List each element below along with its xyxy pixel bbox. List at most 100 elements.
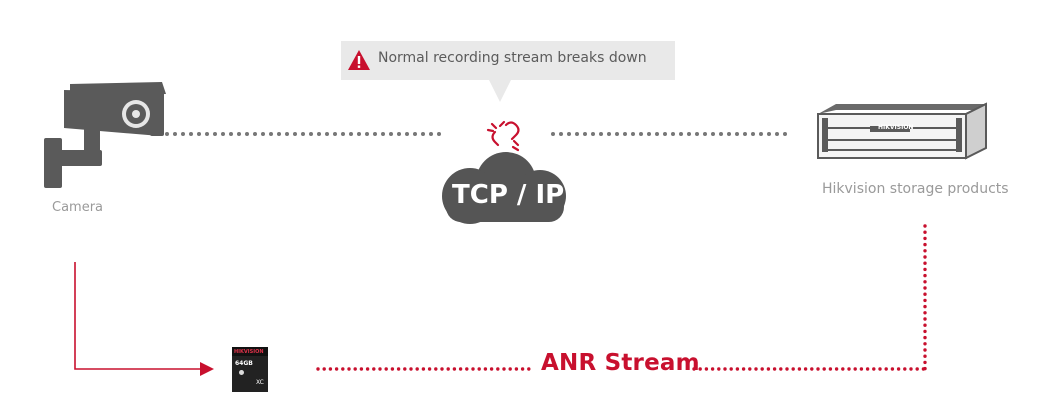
- anr-dot: [729, 367, 733, 371]
- error-callout-tail: [489, 80, 511, 102]
- anr-dot: [409, 367, 413, 371]
- anr-dot: [816, 367, 820, 371]
- anr-dot: [923, 255, 927, 259]
- anr-dot: [717, 367, 721, 371]
- connector-camera-to-network: [165, 132, 441, 136]
- anr-dot: [923, 280, 927, 284]
- anr-dot: [452, 367, 457, 371]
- anr-dot: [760, 367, 764, 371]
- anr-dot: [896, 367, 901, 371]
- anr-dot: [828, 367, 833, 371]
- anr-dot: [440, 367, 444, 371]
- anr-dot: [923, 261, 927, 265]
- anr-dot: [909, 367, 913, 371]
- anr-dot: [347, 367, 351, 371]
- connector-dot: [205, 132, 209, 136]
- anr-stream-vertical-dots: [923, 224, 927, 371]
- error-callout-text: Normal recording stream breaks down: [378, 50, 647, 66]
- anr-dot: [890, 367, 895, 371]
- connector-dot: [389, 132, 393, 136]
- anr-dot: [378, 367, 382, 371]
- anr-dot: [465, 367, 469, 371]
- connector-dot: [421, 132, 425, 136]
- anr-dot: [923, 298, 927, 303]
- connector-dot: [591, 132, 595, 136]
- anr-dot: [923, 249, 927, 253]
- anr-dot: [923, 242, 927, 247]
- connector-dot: [357, 132, 361, 136]
- anr-dot: [923, 335, 927, 340]
- anr-dot: [803, 367, 808, 371]
- anr-dot: [710, 367, 715, 371]
- anr-dot: [446, 367, 450, 371]
- anr-dot: [471, 367, 475, 371]
- connector-dot: [341, 132, 345, 136]
- connector-dot: [373, 132, 377, 136]
- anr-dot: [923, 360, 927, 365]
- anr-dot: [923, 323, 927, 327]
- camera-label: Camera: [52, 200, 104, 215]
- connector-dot: [317, 132, 321, 136]
- connector-dot: [575, 132, 579, 136]
- anr-dot: [859, 367, 864, 371]
- anr-stream-left-dots: [316, 367, 531, 371]
- connector-dot: [775, 132, 779, 136]
- connector-dot: [333, 132, 337, 136]
- connector-dot: [735, 132, 739, 136]
- anr-dot: [359, 367, 364, 371]
- anr-dot: [923, 348, 927, 352]
- anr-stream-label: ANR Stream: [541, 350, 700, 376]
- connector-dot: [551, 132, 555, 136]
- anr-dot: [923, 273, 927, 278]
- connector-dot: [397, 132, 401, 136]
- anr-dot: [328, 367, 333, 371]
- anr-dot: [847, 367, 851, 371]
- anr-dot: [508, 367, 512, 371]
- anr-dot: [923, 311, 927, 315]
- anr-dot: [514, 367, 519, 371]
- anr-dot: [477, 367, 481, 371]
- connector-dot: [751, 132, 755, 136]
- anr-dot: [527, 367, 531, 371]
- anr-dot: [698, 367, 702, 371]
- connector-dot: [325, 132, 329, 136]
- connector-dot: [623, 132, 627, 136]
- anr-dot: [923, 354, 927, 358]
- sdcard-class: XC: [256, 379, 264, 386]
- connector-dot: [165, 132, 169, 136]
- anr-dot: [520, 367, 525, 371]
- anr-dot: [923, 366, 927, 371]
- anr-dot: [878, 367, 882, 371]
- anr-dot: [341, 367, 345, 371]
- anr-dot: [754, 367, 758, 371]
- network-label: TCP / IP: [452, 180, 565, 210]
- connector-dot: [349, 132, 353, 136]
- anr-dot: [884, 367, 888, 371]
- connector-dot: [285, 132, 289, 136]
- anr-dot: [735, 367, 740, 371]
- connector-dot: [695, 132, 699, 136]
- anr-dot: [923, 304, 927, 309]
- anr-dot: [923, 267, 927, 272]
- sdcard-capacity: 64GB: [235, 360, 253, 367]
- connector-dot: [639, 132, 643, 136]
- connector-dot: [261, 132, 265, 136]
- connector-dot: [437, 132, 441, 136]
- anr-dot: [316, 367, 320, 371]
- anr-dot: [692, 367, 696, 371]
- connector-dot: [381, 132, 385, 136]
- anr-dot: [923, 329, 927, 334]
- anr-dot: [766, 367, 771, 371]
- anr-dot: [779, 367, 783, 371]
- anr-dot: [853, 367, 857, 371]
- connector-dot: [365, 132, 369, 136]
- anr-dot: [923, 230, 927, 234]
- anr-dot: [353, 367, 357, 371]
- connector-dot: [405, 132, 409, 136]
- connector-dot: [301, 132, 305, 136]
- anr-dot: [372, 367, 376, 371]
- storage-server-icon: [817, 102, 987, 160]
- connector-dot: [213, 132, 217, 136]
- connector-dot: [671, 132, 675, 136]
